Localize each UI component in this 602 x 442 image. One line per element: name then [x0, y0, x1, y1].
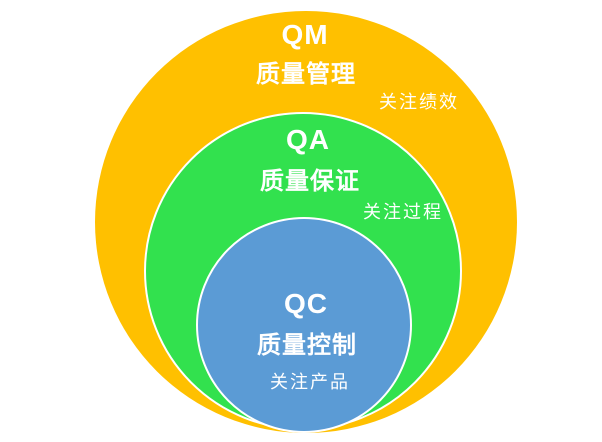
qa-title: 质量保证: [260, 168, 360, 195]
qm-title: 质量管理: [256, 61, 356, 88]
qc-focus-note: 关注产品: [270, 372, 350, 392]
qa-focus-note: 关注过程: [363, 202, 443, 222]
qm-focus-note: 关注绩效: [379, 92, 459, 112]
qa-abbreviation: QA: [286, 124, 330, 155]
qc-circle: [196, 217, 412, 433]
qc-title: 质量控制: [257, 332, 357, 359]
qc-abbreviation: QC: [284, 288, 328, 319]
qm-abbreviation: QM: [281, 19, 329, 50]
